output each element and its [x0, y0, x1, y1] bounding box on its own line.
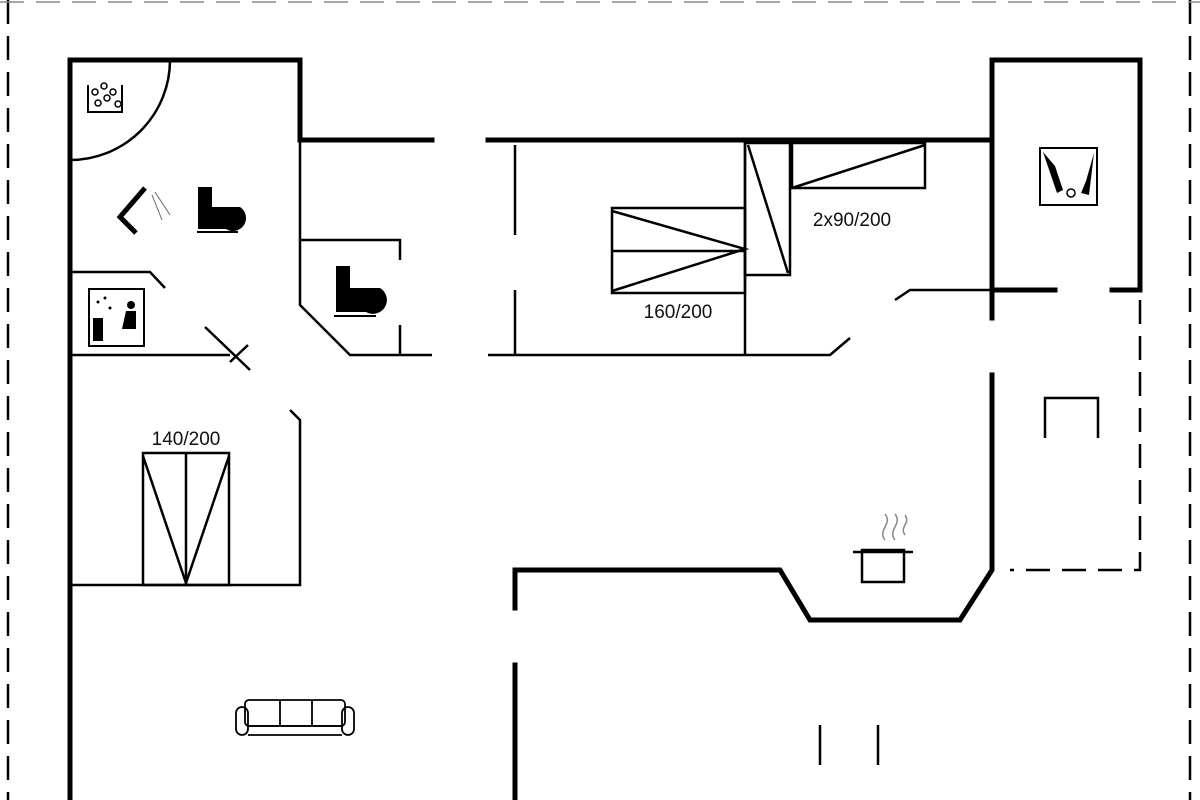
toilet-icon-2: [334, 266, 387, 317]
bed-label-160-200: 160/200: [644, 302, 713, 323]
exterior-walls: [67, 57, 1143, 800]
interior-walls: [69, 59, 1142, 765]
bed-label-140-200: 140/200: [152, 429, 221, 450]
cooking-pot-icon: [853, 513, 913, 584]
bed-160-200: [610, 206, 750, 295]
toilet-icon: [197, 187, 247, 233]
bed-label-2x90-200: 2x90/200: [813, 210, 891, 231]
bed-2x90-200: [743, 141, 927, 277]
sauna-icon: [88, 288, 145, 347]
bed-140-200: [141, 451, 231, 587]
sofa-icon: [235, 699, 355, 736]
washing-machine-icon: [1039, 147, 1098, 206]
shower-icon: [116, 186, 171, 235]
whirlpool-icon: [87, 82, 123, 113]
